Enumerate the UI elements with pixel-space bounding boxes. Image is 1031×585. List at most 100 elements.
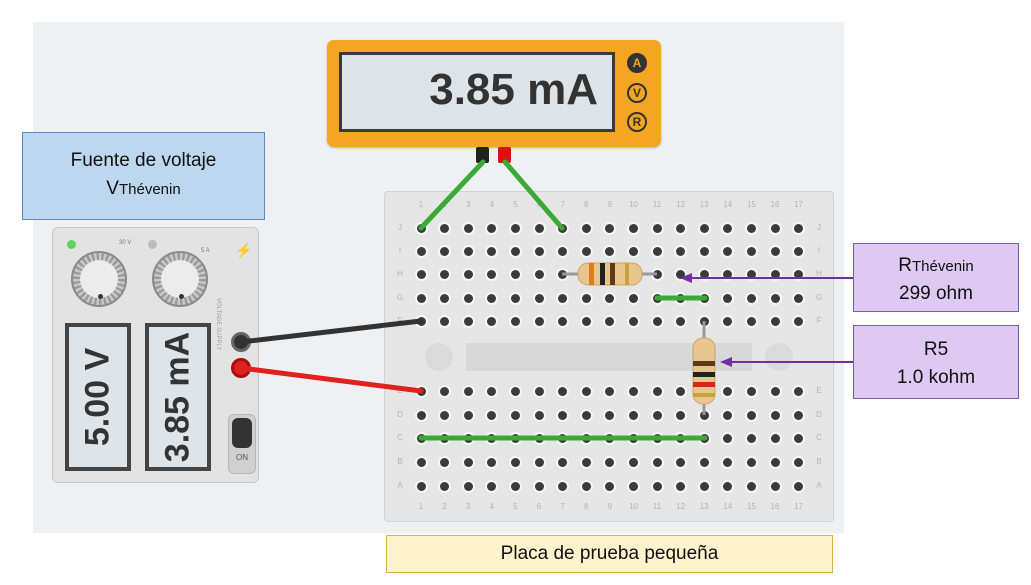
breadboard-hole[interactable] <box>652 457 662 467</box>
breadboard-hole[interactable] <box>581 457 591 467</box>
breadboard-hole[interactable] <box>723 316 733 326</box>
breadboard-hole[interactable] <box>558 410 568 420</box>
breadboard-hole[interactable] <box>581 316 591 326</box>
breadboard-hole[interactable] <box>699 386 709 396</box>
breadboard-hole[interactable] <box>794 293 804 303</box>
breadboard-hole[interactable] <box>770 293 780 303</box>
breadboard-hole[interactable] <box>416 386 426 396</box>
breadboard-hole[interactable] <box>510 410 520 420</box>
positive-terminal[interactable] <box>231 358 251 378</box>
breadboard-hole[interactable] <box>463 433 473 443</box>
breadboard-hole[interactable] <box>794 481 804 491</box>
breadboard-hole[interactable] <box>463 246 473 256</box>
breadboard-hole[interactable] <box>487 293 497 303</box>
breadboard-hole[interactable] <box>794 433 804 443</box>
breadboard-hole[interactable] <box>581 223 591 233</box>
breadboard-hole[interactable] <box>628 269 638 279</box>
breadboard-hole[interactable] <box>416 316 426 326</box>
power-switch-knob[interactable] <box>232 418 252 448</box>
breadboard-hole[interactable] <box>652 246 662 256</box>
breadboard-hole[interactable] <box>652 481 662 491</box>
breadboard-hole[interactable] <box>746 223 756 233</box>
breadboard-hole[interactable] <box>487 246 497 256</box>
breadboard-hole[interactable] <box>487 316 497 326</box>
breadboard-hole[interactable] <box>676 457 686 467</box>
breadboard-hole[interactable] <box>534 293 544 303</box>
breadboard-hole[interactable] <box>770 433 780 443</box>
breadboard-hole[interactable] <box>676 433 686 443</box>
breadboard-hole[interactable] <box>534 481 544 491</box>
voltage-knob[interactable] <box>71 251 127 307</box>
breadboard-hole[interactable] <box>770 269 780 279</box>
breadboard-hole[interactable] <box>581 246 591 256</box>
breadboard-hole[interactable] <box>770 481 780 491</box>
breadboard-hole[interactable] <box>794 246 804 256</box>
breadboard-hole[interactable] <box>510 481 520 491</box>
breadboard-hole[interactable] <box>581 481 591 491</box>
breadboard-hole[interactable] <box>746 481 756 491</box>
breadboard-hole[interactable] <box>770 386 780 396</box>
breadboard-hole[interactable] <box>652 293 662 303</box>
breadboard-hole[interactable] <box>723 269 733 279</box>
breadboard-hole[interactable] <box>652 269 662 279</box>
mode-ohmmeter-button[interactable]: R <box>627 112 647 132</box>
breadboard-hole[interactable] <box>628 410 638 420</box>
breadboard-hole[interactable] <box>794 269 804 279</box>
breadboard-hole[interactable] <box>510 293 520 303</box>
breadboard-hole[interactable] <box>723 457 733 467</box>
breadboard-hole[interactable] <box>558 246 568 256</box>
breadboard-hole[interactable] <box>534 269 544 279</box>
breadboard-hole[interactable] <box>463 269 473 279</box>
breadboard-hole[interactable] <box>463 386 473 396</box>
breadboard-hole[interactable] <box>628 246 638 256</box>
breadboard-hole[interactable] <box>628 457 638 467</box>
breadboard-hole[interactable] <box>534 433 544 443</box>
breadboard-hole[interactable] <box>416 269 426 279</box>
breadboard-hole[interactable] <box>487 410 497 420</box>
breadboard-hole[interactable] <box>699 269 709 279</box>
breadboard-hole[interactable] <box>416 246 426 256</box>
breadboard-hole[interactable] <box>699 457 709 467</box>
breadboard-hole[interactable] <box>558 223 568 233</box>
breadboard-hole[interactable] <box>628 293 638 303</box>
breadboard-hole[interactable] <box>510 269 520 279</box>
breadboard-hole[interactable] <box>676 386 686 396</box>
breadboard-hole[interactable] <box>652 410 662 420</box>
breadboard-hole[interactable] <box>605 246 615 256</box>
breadboard-hole[interactable] <box>676 410 686 420</box>
breadboard-hole[interactable] <box>534 246 544 256</box>
breadboard-hole[interactable] <box>746 410 756 420</box>
breadboard-hole[interactable] <box>416 410 426 420</box>
breadboard-hole[interactable] <box>510 457 520 467</box>
breadboard-hole[interactable] <box>746 293 756 303</box>
breadboard-hole[interactable] <box>746 433 756 443</box>
breadboard-hole[interactable] <box>605 223 615 233</box>
multimeter-probe-red[interactable] <box>498 147 511 163</box>
breadboard-hole[interactable] <box>558 457 568 467</box>
breadboard-hole[interactable] <box>770 457 780 467</box>
breadboard-hole[interactable] <box>558 269 568 279</box>
breadboard-hole[interactable] <box>463 293 473 303</box>
breadboard-hole[interactable] <box>487 481 497 491</box>
breadboard-hole[interactable] <box>416 433 426 443</box>
breadboard-hole[interactable] <box>558 316 568 326</box>
breadboard-hole[interactable] <box>699 410 709 420</box>
breadboard-hole[interactable] <box>510 433 520 443</box>
breadboard-hole[interactable] <box>676 223 686 233</box>
mode-ammeter-button[interactable]: A <box>627 53 647 73</box>
breadboard-hole[interactable] <box>699 433 709 443</box>
breadboard-hole[interactable] <box>440 457 450 467</box>
breadboard-hole[interactable] <box>723 223 733 233</box>
breadboard-hole[interactable] <box>746 269 756 279</box>
breadboard-hole[interactable] <box>794 223 804 233</box>
breadboard-hole[interactable] <box>676 293 686 303</box>
breadboard-hole[interactable] <box>794 457 804 467</box>
breadboard-hole[interactable] <box>534 223 544 233</box>
breadboard-hole[interactable] <box>676 316 686 326</box>
breadboard-hole[interactable] <box>794 316 804 326</box>
negative-terminal[interactable] <box>231 332 251 352</box>
breadboard-hole[interactable] <box>605 386 615 396</box>
breadboard-hole[interactable] <box>676 269 686 279</box>
breadboard-hole[interactable] <box>770 316 780 326</box>
mode-voltmeter-button[interactable]: V <box>627 83 647 103</box>
